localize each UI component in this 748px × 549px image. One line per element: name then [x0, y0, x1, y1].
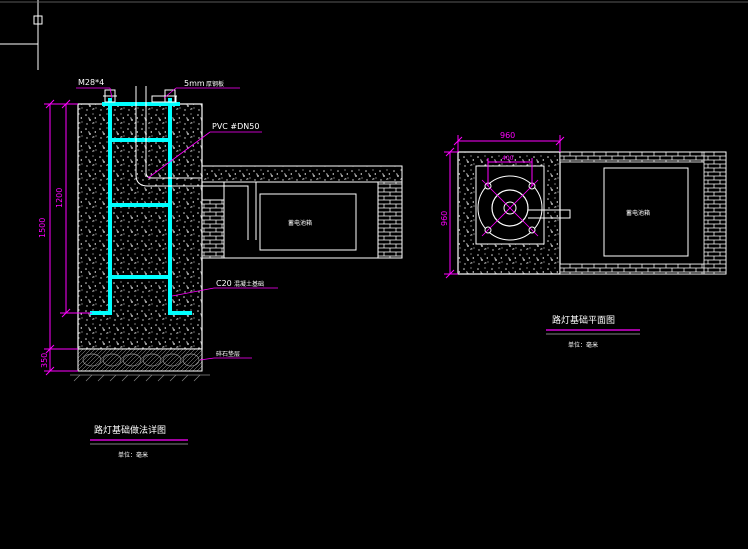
plan-dimension-lines — [444, 135, 565, 279]
anchor-bolt-cage — [90, 98, 192, 315]
plan-dim-bolt: 400 — [502, 155, 514, 162]
anchor-bolt-label: M28*4 — [78, 78, 104, 87]
plan-title: 路灯基础平面图 — [552, 314, 615, 326]
pvc-conduit-pipe — [135, 86, 257, 240]
dim-base-height: 350 — [40, 353, 49, 368]
cad-crosshair-icon — [0, 0, 43, 70]
plan-diagonal-lines — [481, 179, 539, 237]
plan-battery-box-brick-right — [703, 151, 727, 275]
plan-unit: 单位：毫米 — [568, 341, 598, 349]
gravel-stones — [82, 353, 200, 367]
dim-total-height: 1500 — [38, 218, 47, 238]
section-dimension-lines — [44, 99, 92, 376]
ground-line — [70, 374, 210, 382]
foundation-section-drawing: 蓄电池箱 1500 1200 350 — [38, 78, 403, 459]
plan-dim-width: 960 — [500, 131, 515, 140]
plan-pipe-stub — [528, 209, 571, 219]
concrete-grade-label: C20 — [216, 279, 232, 288]
dim-inner-height: 1200 — [55, 188, 64, 208]
section-battery-box-label: 蓄电池箱 — [288, 219, 312, 227]
gravel-label: 碎石垫层 — [216, 350, 240, 358]
plan-pipe-outer — [491, 189, 529, 227]
plan-battery-box-inner — [603, 167, 689, 257]
concrete-note-label: 混凝土基础 — [234, 280, 264, 288]
section-title: 路灯基础做法详图 — [94, 424, 166, 436]
plan-bolt-circle — [477, 175, 543, 241]
battery-box-floor — [223, 181, 379, 259]
foundation-plan-drawing: 蓄电池箱 960 960 400 路灯基础平面图 单位：毫米 — [440, 131, 727, 349]
plan-battery-box-label: 蓄电池箱 — [626, 209, 650, 217]
plan-battery-box-brick-bottom — [559, 263, 727, 275]
concrete-foundation-block — [77, 103, 203, 350]
section-unit: 单位：毫米 — [118, 451, 148, 459]
gravel-base-layer — [77, 348, 203, 372]
plan-dim-height: 960 — [440, 211, 449, 226]
battery-box-inner — [259, 193, 357, 251]
steel-plate-note: 厚钢板 — [206, 80, 224, 88]
pvc-pipe-label: PVC #DN50 — [212, 122, 259, 131]
battery-box-left-wall — [201, 199, 225, 259]
steel-plate-label: 5mm — [184, 79, 205, 88]
battery-box-right-wall — [377, 181, 403, 259]
section-leader-lines — [76, 87, 278, 361]
plan-pipe-inner — [503, 201, 517, 215]
plan-battery-box-brick-top — [559, 151, 727, 163]
battery-box-top-slab — [201, 165, 403, 183]
